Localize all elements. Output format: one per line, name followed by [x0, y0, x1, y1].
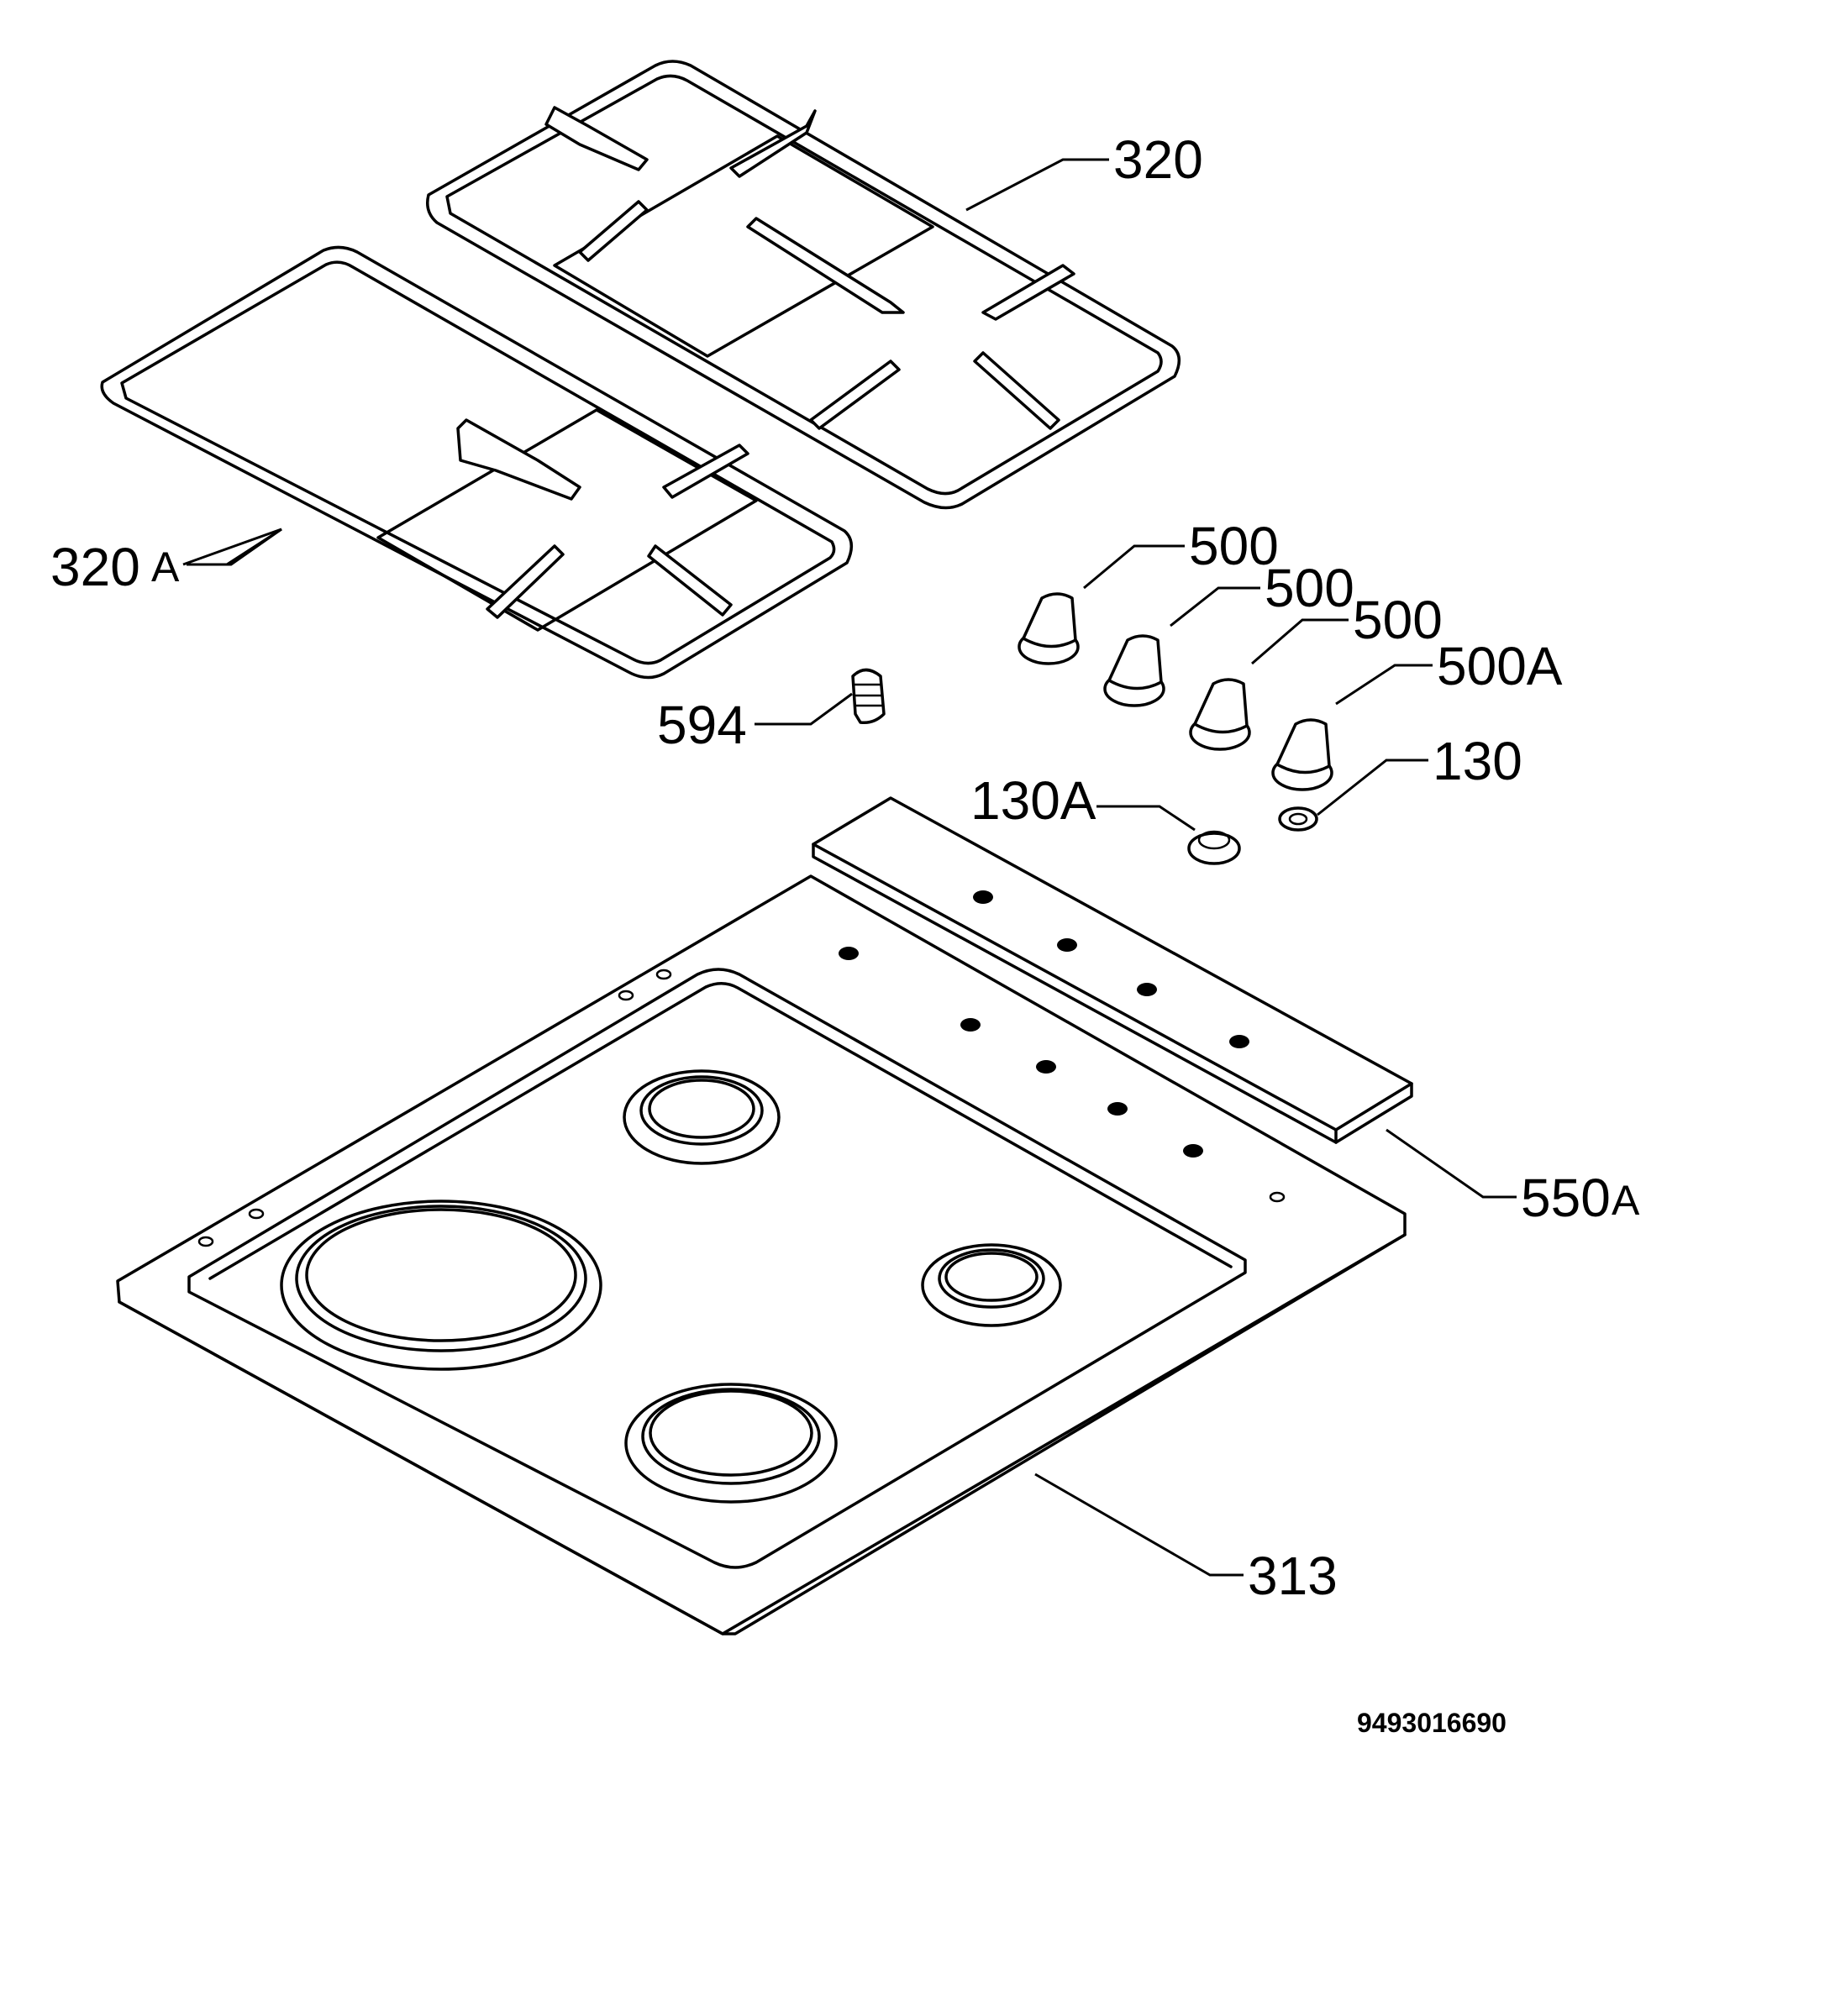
control-knob-3	[1189, 678, 1251, 751]
label-injector: 594	[657, 695, 747, 755]
control-panel-strip	[812, 796, 1413, 1144]
burner-seat-large	[280, 1200, 602, 1371]
burner-seat-small	[921, 1243, 1062, 1327]
control-knob-2	[1103, 634, 1165, 707]
injector	[851, 668, 886, 725]
label-hob-top: 313	[1248, 1546, 1338, 1606]
control-knob-1	[1018, 592, 1080, 665]
label-control-panel: 550	[1521, 1168, 1611, 1228]
burner-seat-rear	[623, 1069, 781, 1165]
label-control-panel-suffix: A	[1612, 1177, 1640, 1224]
label-pan-support-left: 320	[50, 537, 140, 597]
label-knob-3: 500	[1353, 590, 1443, 650]
bush-130a	[1187, 830, 1241, 865]
label-pan-support-right: 320	[1113, 129, 1203, 190]
label-knob-1: 500	[1189, 516, 1279, 576]
callout-labels: 320 320 A 500 500 500 500A 594 130A 130 …	[50, 129, 1640, 1606]
pan-support-left	[100, 245, 853, 680]
control-knob-4	[1271, 718, 1333, 791]
label-knob-4: 500A	[1437, 636, 1563, 696]
hob-top	[116, 874, 1407, 1635]
burner-seat-front	[624, 1383, 838, 1504]
label-bush-130a: 130A	[970, 770, 1096, 831]
document-number: 9493016690	[1357, 1708, 1507, 1738]
label-bush-130: 130	[1433, 731, 1522, 791]
leader-lines	[182, 158, 1517, 1577]
bush-130	[1278, 806, 1318, 832]
label-pan-support-left-suffix: A	[151, 543, 180, 591]
label-knob-2: 500	[1265, 558, 1354, 618]
pan-support-right	[426, 60, 1181, 510]
